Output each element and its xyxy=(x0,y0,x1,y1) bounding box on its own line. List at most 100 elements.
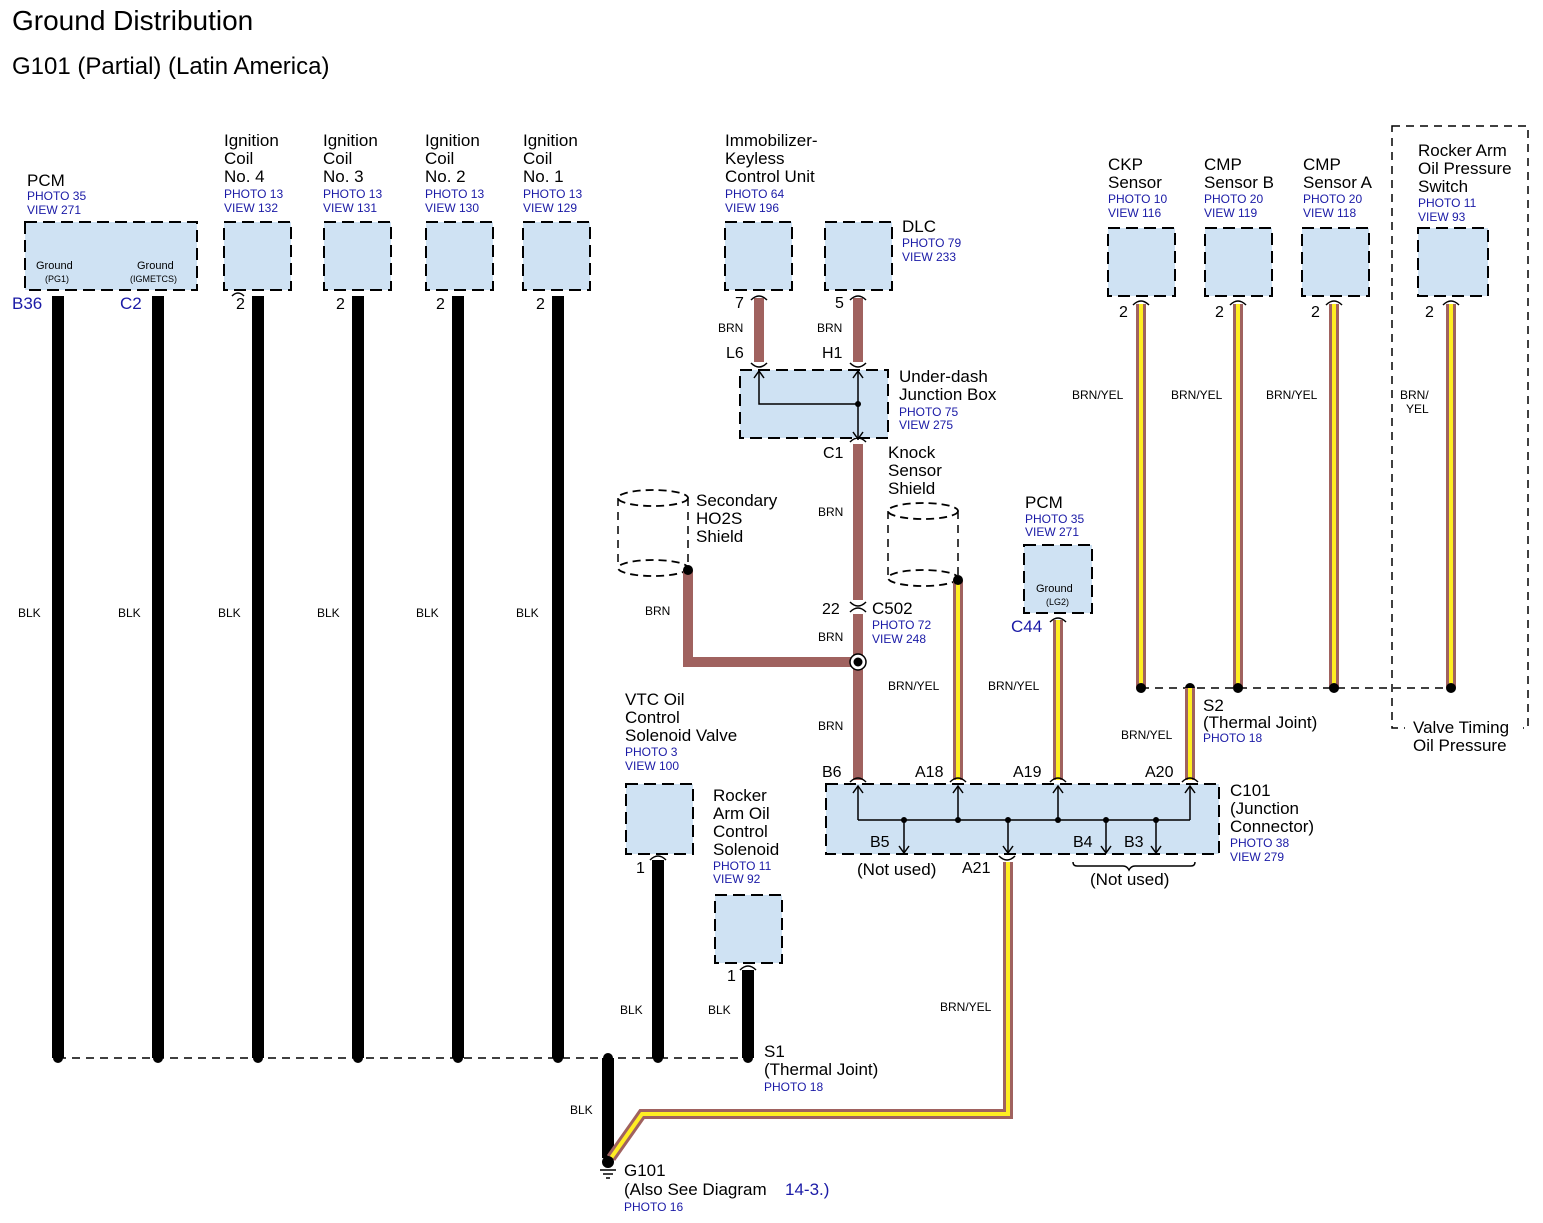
svg-text:BLK: BLK xyxy=(18,606,41,620)
svg-text:PHOTO 13: PHOTO 13 xyxy=(523,187,582,201)
svg-text:VIEW 279: VIEW 279 xyxy=(1230,850,1284,864)
svg-text:PHOTO 72: PHOTO 72 xyxy=(872,618,931,632)
svg-text:PHOTO 20: PHOTO 20 xyxy=(1303,192,1362,206)
svg-text:B6: B6 xyxy=(822,764,842,781)
svg-text:(LG2): (LG2) xyxy=(1046,597,1069,607)
svg-text:BLK: BLK xyxy=(516,606,539,620)
svg-text:A19: A19 xyxy=(1013,764,1042,781)
svg-text:Solenoid: Solenoid xyxy=(713,840,779,859)
svg-text:HO2S: HO2S xyxy=(696,509,742,528)
svg-text:Keyless: Keyless xyxy=(725,149,785,168)
diagram-link[interactable]: 14-3.) xyxy=(785,1180,829,1199)
svg-text:A21: A21 xyxy=(962,860,991,877)
page-title: Ground Distribution xyxy=(12,5,253,36)
svg-text:(IGMETCS): (IGMETCS) xyxy=(130,274,177,284)
svg-text:VIEW 100: VIEW 100 xyxy=(625,759,679,773)
svg-text:Ground: Ground xyxy=(1036,583,1073,595)
svg-text:BRN/: BRN/ xyxy=(1400,388,1429,402)
svg-text:BLK: BLK xyxy=(218,606,241,620)
svg-text:BRN: BRN xyxy=(817,321,842,335)
cmp-sensor-a: CMP Sensor A PHOTO 20 VIEW 118 2 xyxy=(1301,155,1373,321)
rocker-arm-oil-control-solenoid: Rocker Arm Oil Control Solenoid PHOTO 11… xyxy=(713,786,783,985)
svg-text:PHOTO 13: PHOTO 13 xyxy=(323,187,382,201)
svg-text:1: 1 xyxy=(636,860,645,877)
svg-text:PHOTO 79: PHOTO 79 xyxy=(902,236,961,250)
svg-text:2: 2 xyxy=(1215,304,1224,321)
svg-text:BLK: BLK xyxy=(416,606,439,620)
svg-text:C101: C101 xyxy=(1230,781,1271,800)
svg-text:BRN: BRN xyxy=(718,321,743,335)
g101-desc: (Also See Diagram xyxy=(624,1180,767,1199)
svg-text:VIEW 93: VIEW 93 xyxy=(1418,210,1466,224)
svg-text:CMP: CMP xyxy=(1204,155,1242,174)
svg-text:Rocker: Rocker xyxy=(713,786,767,805)
svg-text:No. 1: No. 1 xyxy=(523,167,564,186)
svg-text:(PG1): (PG1) xyxy=(45,274,69,284)
svg-text:Coil: Coil xyxy=(224,149,253,168)
blk-labels: BLK BLK BLK BLK BLK BLK BLK BLK BLK xyxy=(18,606,731,1117)
blk-wires xyxy=(52,296,754,1158)
svg-text:2: 2 xyxy=(1311,304,1320,321)
page-subtitle: G101 (Partial) (Latin America) xyxy=(12,53,329,80)
svg-text:BLK: BLK xyxy=(570,1103,593,1117)
svg-text:BLK: BLK xyxy=(708,1003,731,1017)
svg-text:PCM: PCM xyxy=(1025,493,1063,512)
svg-text:Ignition: Ignition xyxy=(224,131,279,150)
svg-text:B4: B4 xyxy=(1073,834,1093,851)
svg-text:VIEW 118: VIEW 118 xyxy=(1303,206,1356,220)
svg-text:Oil Pressure: Oil Pressure xyxy=(1418,159,1512,178)
svg-text:7: 7 xyxy=(735,295,744,312)
svg-text:Secondary: Secondary xyxy=(696,491,778,510)
svg-text:BLK: BLK xyxy=(317,606,340,620)
valve-timing-label-2: Oil Pressure xyxy=(1413,736,1507,755)
svg-text:PHOTO 13: PHOTO 13 xyxy=(224,187,283,201)
svg-text:PHOTO 35: PHOTO 35 xyxy=(1025,512,1084,526)
svg-text:BRN/YEL: BRN/YEL xyxy=(888,679,940,693)
svg-text:Knock: Knock xyxy=(888,443,936,462)
svg-text:Shield: Shield xyxy=(696,527,743,546)
svg-text:2: 2 xyxy=(236,296,245,313)
svg-text:Switch: Switch xyxy=(1418,177,1468,196)
pcm-left-box xyxy=(24,221,198,291)
svg-text:Ground: Ground xyxy=(36,260,73,272)
svg-text:Shield: Shield xyxy=(888,479,935,498)
svg-text:PHOTO 11: PHOTO 11 xyxy=(713,859,772,873)
svg-text:Junction Box: Junction Box xyxy=(899,385,997,404)
svg-text:VIEW 275: VIEW 275 xyxy=(899,418,953,432)
svg-text:VIEW 248: VIEW 248 xyxy=(872,632,926,646)
svg-text:Sensor A: Sensor A xyxy=(1303,173,1373,192)
ignition-coil-2: Ignition Coil No. 2 PHOTO 13 VIEW 130 2 xyxy=(425,131,494,313)
svg-text:Control: Control xyxy=(625,708,680,727)
svg-text:C1: C1 xyxy=(823,445,844,462)
svg-text:Coil: Coil xyxy=(523,149,552,168)
pcm-left-view: VIEW 271 xyxy=(27,203,81,217)
term-c2: C2 xyxy=(120,294,142,313)
svg-text:PHOTO 13: PHOTO 13 xyxy=(425,187,484,201)
knock-sensor-shield: Knock Sensor Shield xyxy=(887,443,959,587)
svg-text:VTC Oil: VTC Oil xyxy=(625,690,685,709)
svg-text:(Not used): (Not used) xyxy=(857,860,936,879)
svg-text:Ground: Ground xyxy=(137,260,174,272)
svg-text:BRN/YEL: BRN/YEL xyxy=(940,1000,992,1014)
pcm-left-photo: PHOTO 35 xyxy=(27,189,86,203)
svg-text:VIEW 92: VIEW 92 xyxy=(713,872,761,886)
svg-text:BLK: BLK xyxy=(620,1003,643,1017)
svg-text:Ignition: Ignition xyxy=(523,131,578,150)
s1-name: S1 xyxy=(764,1042,785,1061)
s1-photo: PHOTO 18 xyxy=(764,1080,823,1094)
svg-text:2: 2 xyxy=(436,296,445,313)
svg-text:CMP: CMP xyxy=(1303,155,1341,174)
svg-text:PHOTO 10: PHOTO 10 xyxy=(1108,192,1167,206)
svg-text:22: 22 xyxy=(822,601,840,618)
ckp-sensor: CKP Sensor PHOTO 10 VIEW 116 2 xyxy=(1107,155,1176,321)
g101-ground-icon xyxy=(600,1156,616,1179)
connector-c502: 22 C502 PHOTO 72 VIEW 248 xyxy=(822,599,931,646)
svg-text:(Junction: (Junction xyxy=(1230,799,1299,818)
svg-text:VIEW 271: VIEW 271 xyxy=(1025,525,1079,539)
svg-text:VIEW 233: VIEW 233 xyxy=(902,250,956,264)
valve-timing-label-1: Valve Timing xyxy=(1413,718,1509,737)
s2-name: S2 xyxy=(1203,696,1224,715)
svg-text:Control: Control xyxy=(713,822,768,841)
svg-text:No. 4: No. 4 xyxy=(224,167,265,186)
svg-text:PHOTO 75: PHOTO 75 xyxy=(899,405,958,419)
